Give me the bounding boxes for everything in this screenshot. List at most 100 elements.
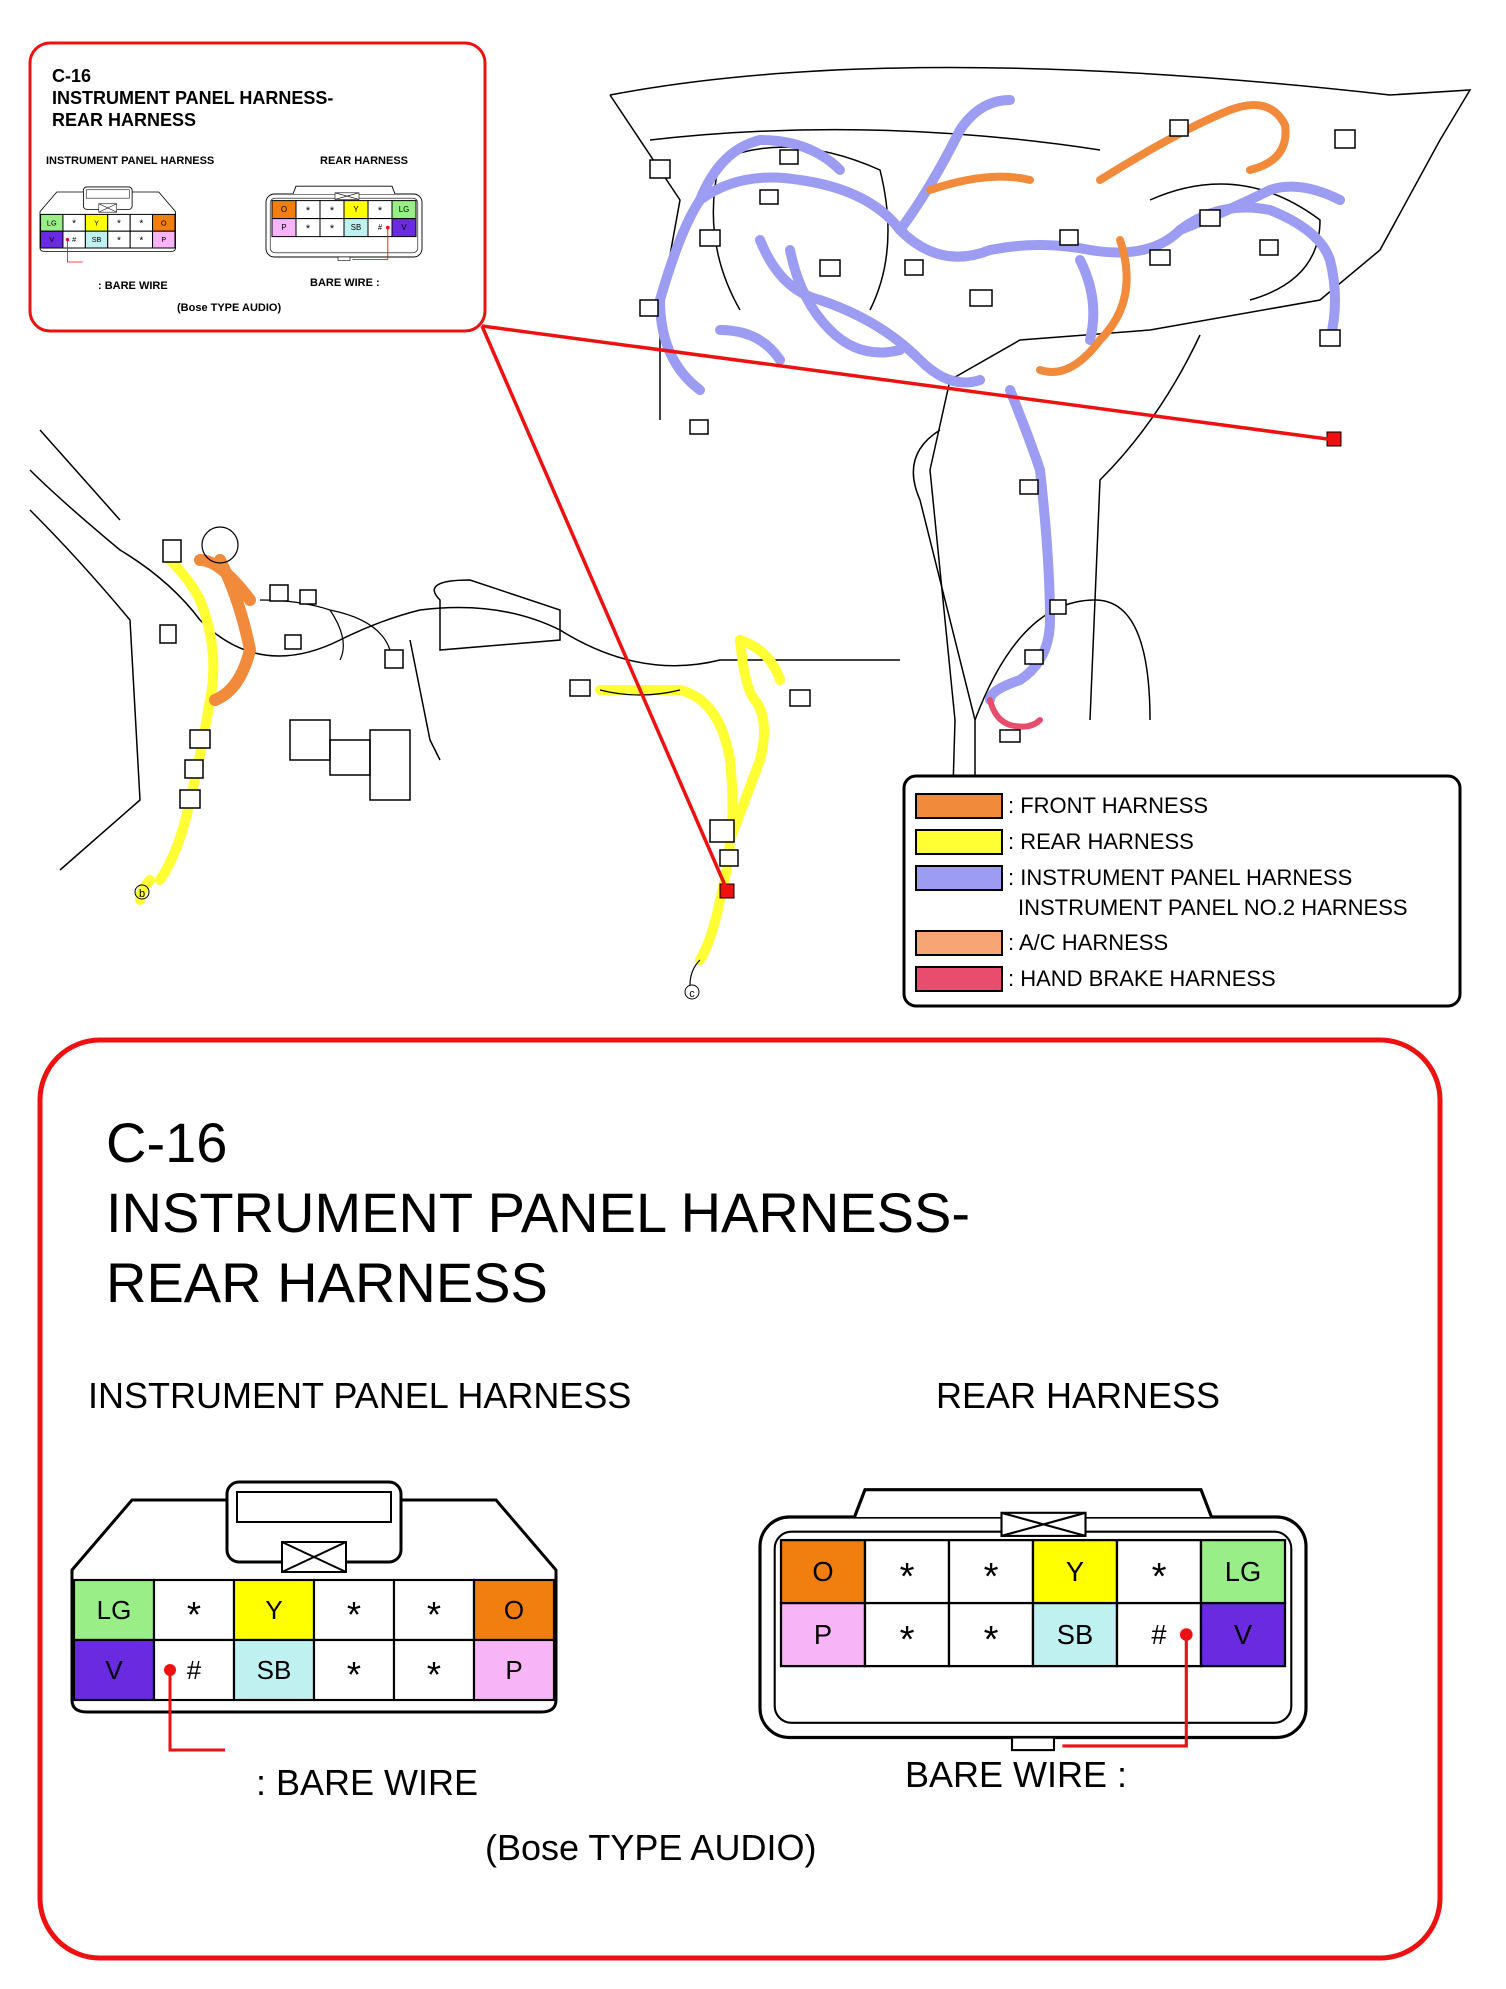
rear-pin-label: P — [814, 1619, 832, 1650]
rear-pin-label: * — [984, 1555, 999, 1598]
rear-pin-label: # — [1151, 1619, 1167, 1650]
rear-pin-bottom-4 — [1031, 1601, 1119, 1668]
rear-harness-label: REAR HARNESS — [936, 1375, 1220, 1416]
inset-ip-connector: LG*Y**OV#SB**P — [39, 186, 176, 263]
rear-pin-label: * — [900, 1555, 915, 1598]
bare-wire-label-right: BARE WIRE : — [905, 1754, 1127, 1795]
inset-rear-pin-bottom-6 — [391, 218, 417, 238]
inset-rear-latch — [292, 185, 396, 195]
inset-rear-pin-label: O — [281, 205, 287, 214]
inset-left-label: INSTRUMENT PANEL HARNESS — [46, 155, 214, 167]
ip-latch-inner — [236, 1491, 392, 1523]
front-harness-wiring — [926, 101, 1290, 376]
inset-ip-pin-label: # — [72, 235, 76, 244]
inset-rear-pin-label: SB — [351, 223, 361, 232]
ip-lock-cross — [281, 1541, 347, 1573]
legend-label-1: : FRONT HARNESS — [1008, 793, 1208, 818]
legend-swatch-2 — [915, 829, 1003, 855]
rear-pin-label: * — [984, 1618, 999, 1661]
legend-label-5: : HAND BRAKE HARNESS — [1008, 966, 1276, 991]
rear-lock-cross — [1001, 1511, 1086, 1537]
marker-b: b — [139, 888, 145, 900]
front-harness-wiring-left — [194, 554, 256, 706]
inset-ip-pin-label: V — [49, 235, 54, 244]
inset-ip-pin-label: * — [139, 219, 143, 230]
inset-ip-pin-label: * — [117, 219, 121, 230]
ip-pin-bottom-4 — [312, 1638, 396, 1702]
legend-label-4: : A/C HARNESS — [1008, 930, 1168, 955]
inset-connector-id: C-16 — [52, 66, 91, 86]
inset-bare-wire-right: BARE WIRE : — [310, 277, 380, 289]
dashboard-outline — [609, 66, 1472, 986]
inset-ip-pin-label: LG — [47, 218, 57, 227]
rear-latch — [853, 1488, 1213, 1518]
legend-swatch-4 — [915, 930, 1003, 956]
rear-pin-bottom-1 — [779, 1601, 867, 1668]
ip-pin-label: SB — [257, 1655, 292, 1685]
inset-title-line1: INSTRUMENT PANEL HARNESS- — [52, 88, 333, 108]
detail-callout-box: C-16 INSTRUMENT PANEL HARNESS- REAR HARN… — [37, 1037, 1443, 1961]
ip-pin-bottom-6 — [472, 1638, 556, 1702]
rear-pin-label: V — [1234, 1619, 1253, 1650]
ip-pin-label: # — [187, 1655, 202, 1685]
inset-title-line2: REAR HARNESS — [52, 110, 196, 130]
inset-bare-wire-left: : BARE WIRE — [98, 280, 168, 292]
rear-pin-label: * — [1152, 1555, 1167, 1598]
marker-c: c — [689, 988, 695, 1000]
legend-swatch-1 — [915, 793, 1003, 819]
ip-pin-label: O — [504, 1595, 524, 1625]
inset-ip-pin-bottom-6 — [152, 230, 176, 249]
legend-swatch-5 — [915, 966, 1003, 992]
ip-pin-label: P — [505, 1655, 522, 1685]
rear-pin-label: Y — [1066, 1556, 1084, 1587]
ip-pin-label: V — [105, 1655, 123, 1685]
connector-title-line2: REAR HARNESS — [106, 1251, 548, 1314]
ip-harness-connector: LG*Y**OV#SB**P — [70, 1480, 558, 1752]
rear-pin-label: * — [900, 1618, 915, 1661]
rear-pin-bottom-3 — [947, 1601, 1035, 1668]
marker-b-circle — [134, 884, 150, 900]
inset-rear-pin-label: # — [378, 223, 383, 232]
rear-harness-connector: O**Y*LGP**SB#V — [758, 1488, 1308, 1752]
rear-bare-wire-lead — [1062, 1634, 1188, 1748]
rear-pin-top-2 — [863, 1538, 951, 1605]
dashboard-connectors — [639, 119, 1356, 743]
inset-ip-pin-label: SB — [92, 235, 102, 244]
rear-pin-bottom-6 — [1199, 1601, 1287, 1668]
inset-ip-pin-label: * — [72, 219, 76, 230]
inset-ip-pin-label: O — [161, 218, 167, 227]
rear-bare-wire-dot — [1180, 1628, 1193, 1641]
inset-rear-pin-label: LG — [399, 205, 409, 214]
inset-rear-bare-wire-lead — [352, 227, 389, 260]
ip-pin-label: * — [187, 1594, 201, 1635]
bose-audio-note: (Bose TYPE AUDIO) — [485, 1827, 816, 1868]
inset-rear-pin-label: * — [306, 205, 311, 217]
legend-label-2: : REAR HARNESS — [1008, 829, 1194, 854]
inset-ip-pin-label: * — [117, 235, 121, 246]
rear-harness-connectors — [569, 679, 811, 867]
footwell-connectors — [159, 539, 404, 809]
inset-rear-pin-label: * — [330, 223, 335, 235]
inset-rear-pin-label: Y — [353, 205, 359, 214]
rear-pin-bottom-2 — [863, 1601, 951, 1668]
inset-callout-box: C-16 INSTRUMENT PANEL HARNESS- REAR HARN… — [28, 41, 487, 333]
inset-rear-pin-label: * — [306, 223, 311, 235]
ip-pin-label: * — [347, 1654, 361, 1695]
footwell-outline — [29, 429, 900, 871]
marker-c-circle — [684, 984, 700, 1000]
ip-pin-bottom-3 — [232, 1638, 316, 1702]
ip-pin-label: Y — [265, 1595, 282, 1625]
inset-ip-pin-label: Y — [94, 218, 99, 227]
inset-ip-lock-cross — [98, 203, 117, 213]
legend-box: : FRONT HARNESS : REAR HARNESS : INSTRUMEN… — [902, 774, 1462, 1008]
callout-lines — [480, 324, 1336, 891]
rear-bottom-tab — [1010, 1736, 1056, 1752]
legend-label-3: : INSTRUMENT PANEL HARNESS — [1008, 865, 1352, 890]
legend-swatch-3 — [915, 865, 1003, 891]
ip-pin-top-5 — [392, 1578, 476, 1642]
inset-right-label: REAR HARNESS — [320, 155, 408, 167]
inset-rear-bottom-tab — [337, 256, 351, 261]
inset-rear-connector: O**Y*LGP**SB#V — [265, 185, 423, 261]
connector-id: C-16 — [106, 1111, 227, 1174]
inset-rear-pin-label: V — [401, 223, 407, 232]
